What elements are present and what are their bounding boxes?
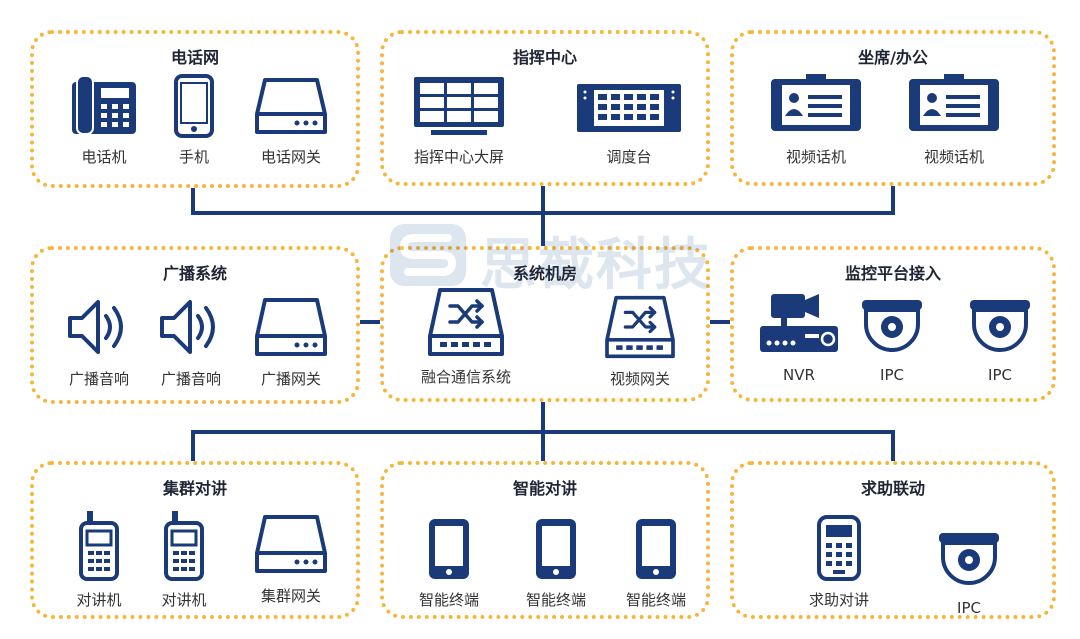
speaker-icon (160, 300, 215, 354)
speaker-icon (68, 300, 123, 354)
device-label: 电话网关 (260, 148, 321, 166)
device-help-intercom: 求助对讲 (779, 515, 899, 610)
device-nvr: NVR (739, 292, 859, 384)
device-label: NVR (783, 366, 815, 384)
dispatch-console-icon (577, 84, 681, 132)
nvr-icon (760, 294, 838, 352)
group-title: 广播系统 (162, 264, 227, 283)
group-command-center: 指挥中心 指挥中心大屏 调度台 (380, 30, 710, 186)
device-label: 调度台 (606, 148, 652, 166)
device-label: 视频话机 (785, 148, 846, 166)
video-wall-icon (414, 77, 504, 135)
dome-camera-icon (862, 300, 922, 352)
group-title: 指挥中心 (512, 48, 577, 67)
group-title: 监控平台接入 (844, 264, 941, 283)
switch-icon (428, 288, 504, 356)
device-dispatch-console: 调度台 (569, 74, 689, 167)
gateway-icon (255, 298, 327, 356)
device-phone-gateway: 电话网关 (231, 74, 351, 167)
device-ipc-2: IPC (940, 296, 1060, 384)
device-smart-terminal-2: 智能终端 (496, 517, 616, 610)
group-smart-intercom: 智能对讲 智能终端 智能终端 智能终端 (380, 461, 710, 619)
device-fusion-comm-system: 融合通信系统 (406, 286, 526, 387)
walkie-talkie-icon (164, 511, 204, 581)
device-video-phone-1: 视频话机 (756, 74, 876, 167)
group-title: 集群对讲 (162, 479, 227, 498)
device-video-phone-2: 视频话机 (894, 74, 1014, 167)
walkie-talkie-icon (79, 511, 119, 581)
group-seat-office: 坐席/办公 视频话机 视频话机 (730, 30, 1056, 186)
device-label: IPC (957, 599, 981, 617)
device-label: 对讲机 (76, 591, 122, 609)
device-mobile-phone: 手机 (134, 74, 254, 167)
group-title: 电话网 (170, 48, 219, 67)
device-label: 广播音响 (68, 370, 129, 388)
switch-icon (605, 295, 675, 359)
device-video-wall: 指挥中心大屏 (399, 74, 519, 167)
device-label: 智能终端 (525, 591, 586, 609)
smart-terminal-icon (536, 519, 576, 579)
group-help-linkage: 求助联动 求助对讲 IPC (730, 461, 1056, 619)
group-monitoring-platform: 监控平台接入 NVR IPC IPC (730, 246, 1056, 402)
device-label: 求助对讲 (808, 591, 869, 609)
help-intercom-icon (817, 515, 861, 581)
dome-camera-icon (939, 533, 999, 585)
device-label: 指挥中心大屏 (413, 148, 504, 166)
group-telephone-network: 电话网 电话机 手机 电话网关 (30, 30, 360, 188)
device-label: 智能终端 (625, 591, 686, 609)
group-title: 求助联动 (860, 479, 925, 498)
device-label: 视频话机 (923, 148, 984, 166)
group-trunk-intercom: 集群对讲 对讲机 对讲机 集群网关 (30, 461, 360, 619)
device-broadcast-gateway: 广播网关 (231, 294, 351, 389)
device-label: IPC (988, 366, 1012, 384)
group-title: 坐席/办公 (858, 48, 928, 67)
gateway-icon (255, 78, 327, 134)
device-speaker-1: 广播音响 (39, 294, 159, 389)
smart-terminal-icon (636, 519, 676, 579)
video-phone-icon (909, 74, 999, 131)
dome-camera-icon (970, 300, 1030, 352)
device-ipc-1: IPC (832, 296, 952, 384)
device-label: 对讲机 (161, 591, 207, 609)
smart-terminal-icon (429, 519, 469, 579)
device-label: 集群网关 (260, 587, 321, 605)
group-title: 智能对讲 (512, 479, 577, 498)
group-broadcast-system: 广播系统 广播音响 广播音响 广播网关 (30, 246, 360, 404)
device-smart-terminal-3: 智能终端 (596, 517, 716, 610)
device-walkie-talkie-1: 对讲机 (39, 509, 159, 610)
device-label: 融合通信系统 (420, 368, 511, 386)
gateway-icon (255, 515, 327, 573)
mobile-phone-icon (174, 74, 214, 138)
device-label: 智能终端 (418, 591, 479, 609)
device-speaker-2: 广播音响 (131, 294, 251, 389)
video-phone-icon (771, 74, 861, 131)
device-label: 视频网关 (609, 370, 670, 388)
device-walkie-talkie-2: 对讲机 (124, 509, 244, 610)
device-desk-phone: 电话机 (44, 74, 164, 167)
device-video-gateway: 视频网关 (580, 294, 700, 389)
desk-phone-icon (72, 75, 136, 135)
group-title: 系统机房 (512, 264, 577, 283)
device-smart-terminal-1: 智能终端 (389, 517, 509, 610)
device-label: 手机 (178, 148, 209, 166)
device-label: 广播音响 (160, 370, 221, 388)
group-system-room: 系统机房 融合通信系统 视频网关 (380, 246, 710, 402)
device-trunk-gateway: 集群网关 (231, 511, 351, 606)
device-label: IPC (880, 366, 904, 384)
device-label: 电话机 (81, 148, 127, 166)
device-ipc-3: IPC (909, 529, 1029, 617)
device-label: 广播网关 (260, 370, 321, 388)
